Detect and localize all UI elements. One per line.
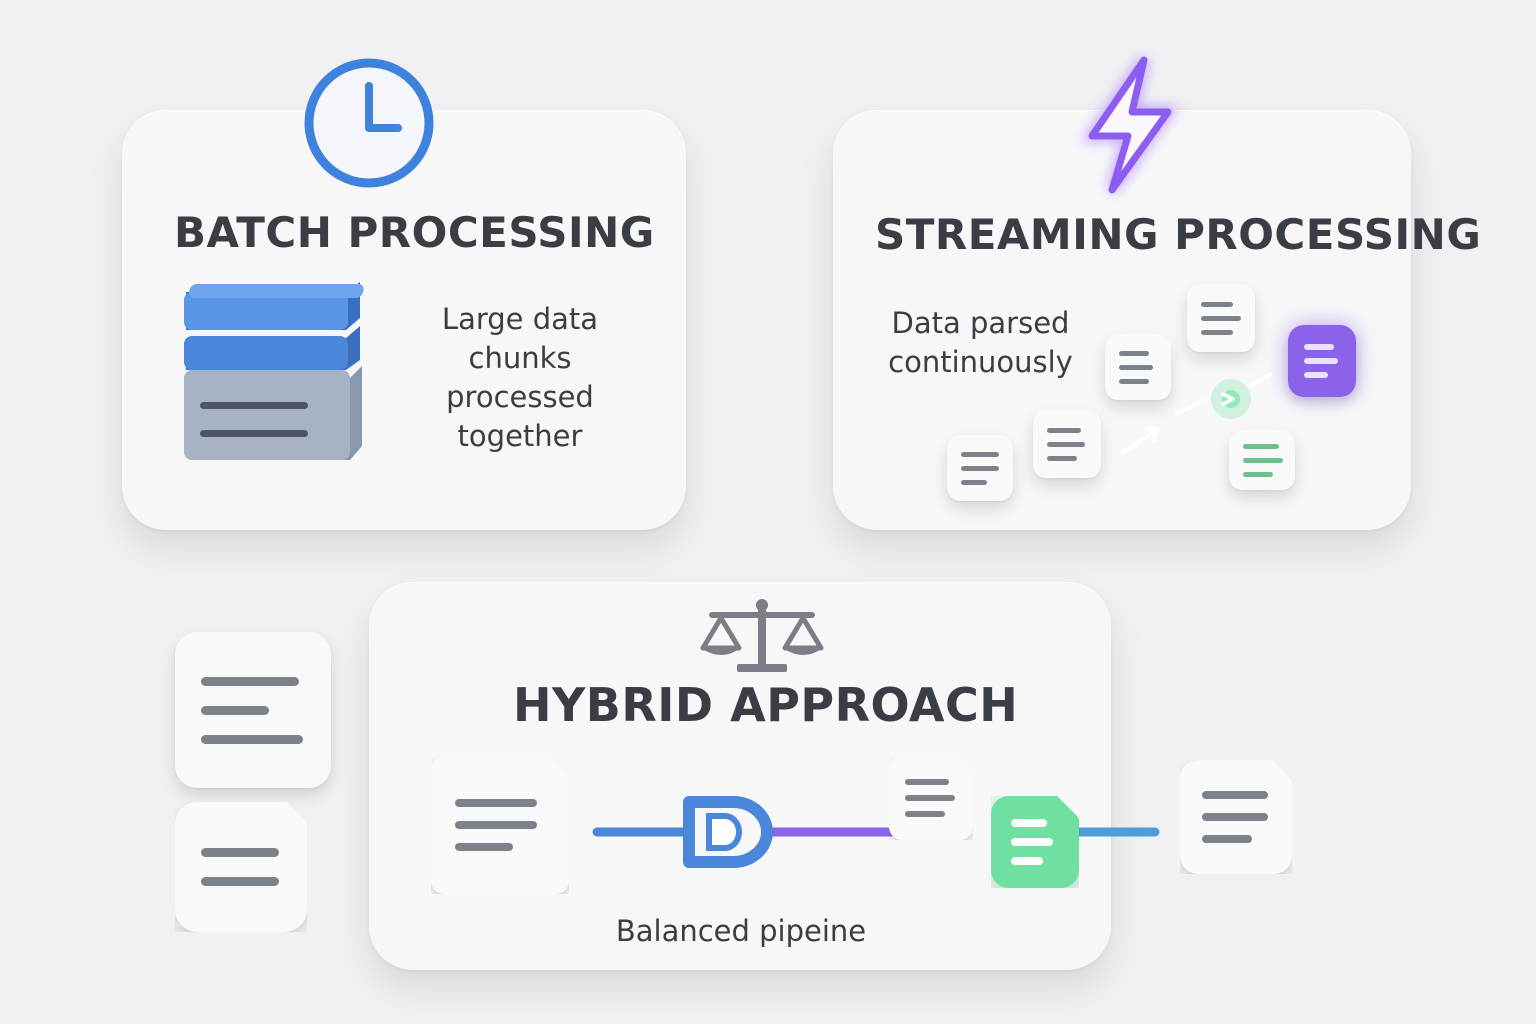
document-icon	[1105, 334, 1171, 400]
lightning-bolt-icon	[1080, 56, 1180, 194]
hybrid-title: HYBRID APPROACH	[513, 678, 1019, 732]
document-icon	[1180, 760, 1292, 874]
hybrid-approach-card: HYBRID APPROACH Balanced pipeine	[369, 582, 1160, 970]
batch-title: BATCH PROCESSING	[174, 208, 655, 257]
streaming-title: STREAMING PROCESSING	[875, 210, 1482, 259]
document-icon	[431, 756, 569, 894]
document-icon	[175, 802, 307, 932]
document-icon	[889, 756, 973, 840]
document-icon	[947, 435, 1013, 501]
document-icon-purple	[1288, 325, 1356, 397]
document-icon	[175, 632, 331, 788]
stacked-layers-icon	[184, 282, 364, 460]
batch-description: Large data chunks processed together	[441, 302, 599, 453]
document-icon-green	[991, 796, 1079, 888]
flow-arrows	[1121, 372, 1273, 454]
balance-scale-icon	[700, 599, 824, 672]
document-icon	[1033, 410, 1101, 478]
streaming-description: Data parsed continuously	[888, 306, 1073, 379]
hybrid-caption: Balanced pipeine	[615, 914, 867, 948]
document-icon-green	[1229, 430, 1295, 490]
batch-processing-card: BATCH PROCESSING Large data chunks proce…	[122, 110, 686, 530]
document-icon	[1187, 284, 1255, 352]
clock-icon	[304, 58, 434, 188]
pipeline-line	[592, 796, 1160, 868]
